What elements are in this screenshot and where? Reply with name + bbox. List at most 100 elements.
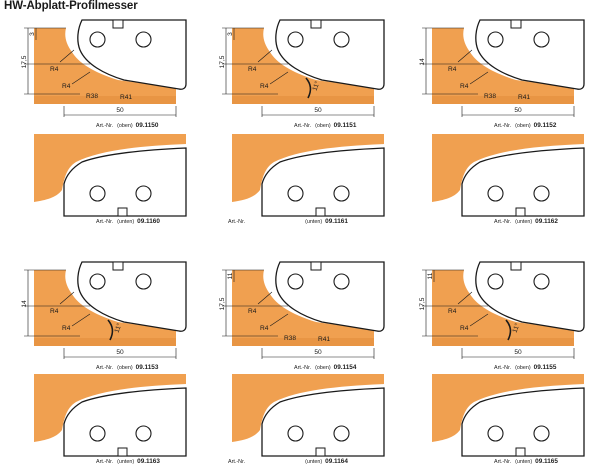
- angle-arc: [107, 319, 114, 341]
- article-label: Art.-Nr.: [96, 123, 114, 129]
- knife-hole-left: [487, 185, 504, 202]
- article-number: 09.1155: [533, 364, 557, 371]
- wood-profile: [34, 270, 176, 346]
- article-label: Art.-Nr.: [294, 365, 312, 371]
- knife-hole-right: [333, 425, 350, 442]
- article-number: 09.1150: [135, 122, 159, 129]
- dim-height-text: 17,5: [21, 55, 28, 68]
- radius-label-1: R4: [50, 66, 59, 73]
- dim-sub-text: 3: [227, 32, 234, 36]
- wood-profile: [232, 134, 384, 202]
- article-caption: Art.-Nr.(unten)09.1162: [494, 218, 558, 225]
- knife-notch: [117, 207, 128, 217]
- article-number: 09.1151: [333, 122, 357, 129]
- knife-hole-right: [533, 31, 550, 48]
- radius-leader-2: [269, 313, 289, 327]
- radius-leader-2: [469, 71, 489, 85]
- radius-leader-2: [269, 71, 289, 85]
- knife-drawing-bottom: [432, 134, 585, 217]
- knife-hole-right: [533, 425, 550, 442]
- dim-height-text: 17,5: [219, 55, 226, 68]
- wood-grain-band: [34, 338, 176, 346]
- wood-grain-band: [432, 338, 574, 346]
- radius-label-1: R4: [248, 66, 257, 73]
- radius-label-2: R4: [260, 325, 269, 332]
- wood-grain-band: [432, 96, 574, 104]
- article-label: Art.-Nr.: [494, 219, 512, 225]
- article-label: Art.-Nr.: [96, 365, 114, 371]
- article-label: Art.-Nr.: [494, 459, 512, 465]
- knife-notch: [310, 261, 322, 271]
- article-position: (oben): [315, 123, 331, 129]
- dim-width-text: 50: [116, 349, 124, 356]
- radius-label-3: R38: [86, 93, 98, 100]
- article-number: 09.1163: [137, 458, 160, 465]
- article-position: (oben): [117, 123, 133, 129]
- radius-label-2: R4: [260, 83, 269, 90]
- radius-label-4: R41: [518, 94, 530, 101]
- wood-profile: [232, 28, 374, 104]
- radius-label-1: R4: [248, 308, 257, 315]
- knife-notch: [112, 19, 124, 29]
- knife-hole-left: [287, 273, 304, 290]
- dim-width-text: 50: [314, 107, 322, 114]
- knife-unten-09.1164: Art.-Nr.(unten)09.1164: [218, 368, 408, 468]
- knife-hole-left: [89, 185, 106, 202]
- article-position: (unten): [305, 219, 323, 225]
- angle-arc: [505, 319, 512, 341]
- radius-leader-1: [257, 49, 273, 63]
- article-label: Art.-Nr.: [228, 219, 246, 225]
- radius-label-2: R4: [460, 83, 469, 90]
- angle-text: 11°: [511, 322, 522, 334]
- angle-arc: [305, 77, 312, 99]
- dim-width-text: 50: [514, 107, 522, 114]
- article-caption: Art.-Nr.(oben)09.1152: [494, 122, 556, 129]
- knife-drawing-bottom: [232, 374, 385, 457]
- knife-hole-left: [89, 425, 106, 442]
- article-number: 09.1152: [533, 122, 557, 129]
- knife-notch: [510, 261, 522, 271]
- article-caption: Art.-Nr.(unten)09.1165: [494, 458, 558, 465]
- knife-drawing-bottom: [34, 134, 187, 217]
- knife-drawing-bottom: [34, 374, 187, 457]
- dim-height-text: 14: [21, 300, 28, 308]
- article-label: Art.-Nr.: [228, 459, 246, 465]
- dim-sub-text: 11: [427, 272, 434, 279]
- knife-hole-left: [487, 425, 504, 442]
- knife-hole-left: [287, 185, 304, 202]
- knife-hole-right: [533, 185, 550, 202]
- angle-text: 11°: [113, 322, 124, 334]
- dim-width-text: 50: [514, 349, 522, 356]
- article-caption: Art.-Nr. (unten)09.1161: [228, 218, 348, 225]
- knife-notch: [515, 207, 526, 217]
- article-caption: Art.-Nr.(oben)09.1151: [294, 122, 356, 129]
- article-caption: Art.-Nr.(unten)09.1163: [96, 458, 160, 465]
- article-number: 09.1161: [325, 218, 348, 225]
- article-caption: Art.-Nr.(oben)09.1155: [494, 364, 556, 371]
- knife-notch: [117, 447, 128, 457]
- wood-profile: [432, 134, 584, 202]
- radius-label-1: R4: [50, 308, 59, 315]
- knife-hole-left: [487, 273, 504, 290]
- knife-unten-09.1160: Art.-Nr.(unten)09.1160: [20, 128, 210, 228]
- radius-label-2: R4: [460, 325, 469, 332]
- article-label: Art.-Nr.: [494, 123, 512, 129]
- dim-height-text: 14: [419, 58, 426, 66]
- knife-unten-09.1163: Art.-Nr.(unten)09.1163: [20, 368, 210, 468]
- radius-leader-2: [71, 71, 91, 85]
- knife-notch: [315, 447, 326, 457]
- article-caption: Art.-Nr.(oben)09.1154: [294, 364, 356, 371]
- knife-hole-right: [135, 185, 152, 202]
- wood-profile: [34, 134, 186, 202]
- knife-hole-left: [287, 425, 304, 442]
- wood-profile: [34, 374, 186, 442]
- knife-notch: [510, 19, 522, 29]
- knife-notch: [315, 207, 326, 217]
- knife-hole-right: [333, 31, 350, 48]
